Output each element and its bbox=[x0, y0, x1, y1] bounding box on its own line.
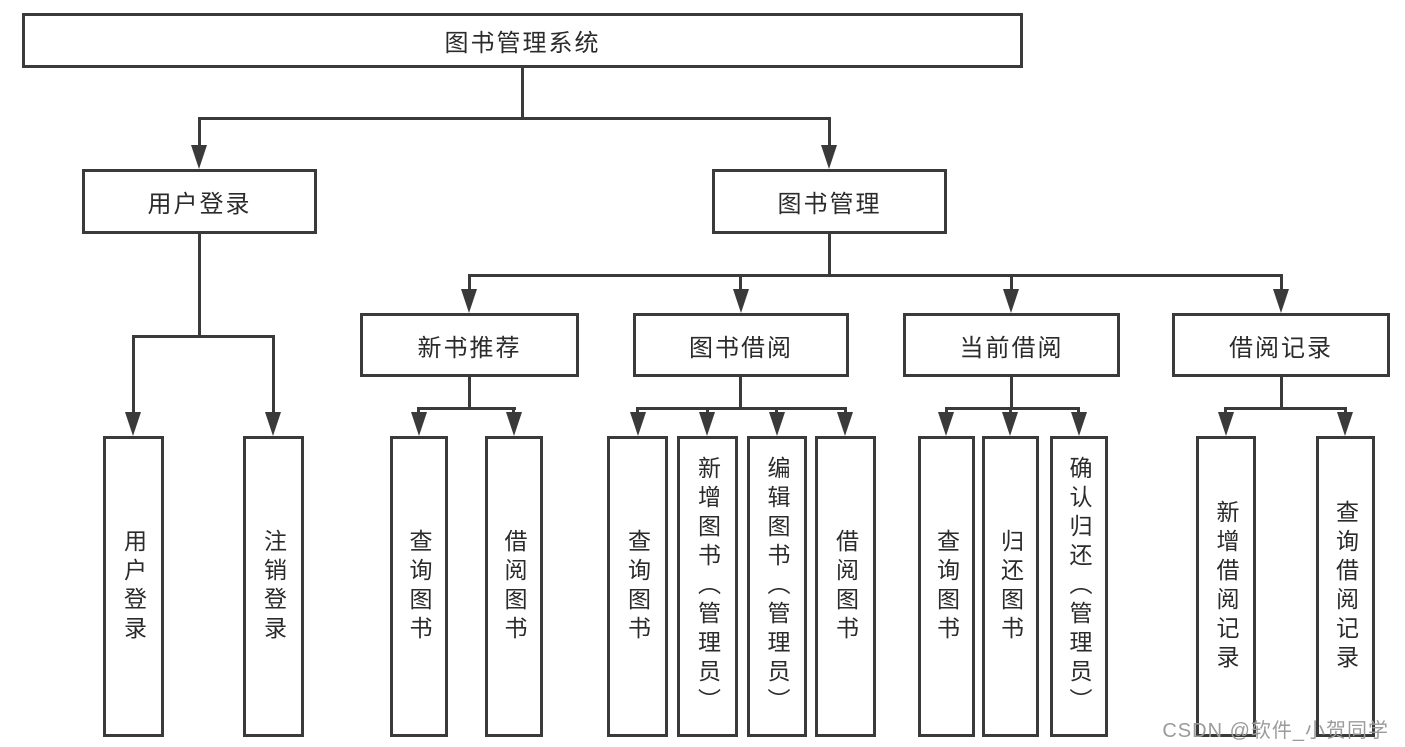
leaf-query-borrow-record: 查询借阅记录 bbox=[1316, 436, 1375, 737]
connector-drop bbox=[844, 407, 847, 414]
leaf-add-book-admin: 新增图书（管理员） bbox=[677, 436, 738, 737]
connector-stem bbox=[1280, 377, 1283, 407]
node-new-book-recommend: 新书推荐 bbox=[360, 313, 579, 377]
arrowhead-down-icon bbox=[630, 412, 646, 436]
leaf-borrow-book: 借阅图书 bbox=[815, 436, 876, 737]
leaf-query-book-recommend: 查询图书 bbox=[390, 436, 448, 737]
leaf-confirm-return-admin: 确认归还（管理员） bbox=[1050, 436, 1108, 737]
node-book-borrow: 图书借阅 bbox=[633, 313, 849, 377]
leaf-return-book: 归还图书 bbox=[982, 436, 1039, 737]
connector-book-mgmt-branch bbox=[468, 274, 1283, 277]
leaf-add-borrow-record: 新增借阅记录 bbox=[1196, 436, 1256, 737]
connector-drop bbox=[512, 407, 515, 414]
connector-user-login-branch bbox=[132, 335, 275, 338]
arrowhead-down-icon bbox=[1218, 412, 1234, 436]
connector-drop bbox=[1077, 407, 1080, 414]
connector-drop bbox=[417, 407, 420, 414]
arrowhead-down-icon bbox=[938, 412, 954, 436]
arrowhead-down-icon bbox=[125, 412, 141, 436]
arrowhead-down-icon bbox=[733, 289, 749, 313]
connector-branch bbox=[417, 407, 516, 410]
arrowhead-down-icon bbox=[1273, 289, 1289, 313]
connector-user-login-stem bbox=[198, 234, 201, 335]
arrowhead-down-icon bbox=[461, 289, 477, 313]
leaf-edit-book-admin: 编辑图书（管理员） bbox=[747, 436, 807, 737]
connector-drop bbox=[198, 117, 201, 147]
arrowhead-down-icon bbox=[1337, 412, 1353, 436]
connector-drop bbox=[636, 407, 639, 414]
leaf-query-book-current: 查询图书 bbox=[918, 436, 975, 737]
connector-drop bbox=[272, 335, 275, 413]
arrowhead-down-icon bbox=[1003, 289, 1019, 313]
arrowhead-down-icon bbox=[506, 412, 522, 436]
connector-stem bbox=[1010, 377, 1013, 407]
connector-drop bbox=[775, 407, 778, 414]
arrowhead-down-icon bbox=[411, 412, 427, 436]
connector-drop bbox=[1224, 407, 1227, 414]
connector-branch bbox=[636, 407, 847, 410]
arrowhead-down-icon bbox=[191, 145, 207, 169]
arrowhead-down-icon bbox=[837, 412, 853, 436]
leaf-borrow-book-recommend: 借阅图书 bbox=[485, 436, 543, 737]
arrowhead-down-icon bbox=[699, 412, 715, 436]
arrowhead-down-icon bbox=[1002, 412, 1018, 436]
connector-book-mgmt-stem bbox=[828, 234, 831, 274]
connector-root-stem bbox=[521, 68, 524, 117]
arrowhead-down-icon bbox=[1071, 412, 1087, 436]
connector-drop bbox=[945, 407, 948, 414]
node-root-system: 图书管理系统 bbox=[22, 13, 1023, 68]
node-borrow-records: 借阅记录 bbox=[1172, 313, 1390, 377]
connector-drop bbox=[1009, 407, 1012, 414]
connector-drop bbox=[1010, 274, 1013, 291]
arrowhead-down-icon bbox=[265, 412, 281, 436]
leaf-user-login: 用户登录 bbox=[103, 436, 164, 737]
connector-stem bbox=[739, 377, 742, 407]
leaf-logout: 注销登录 bbox=[243, 436, 304, 737]
connector-stem bbox=[468, 377, 471, 407]
connector-drop bbox=[468, 274, 471, 291]
connector-drop bbox=[739, 274, 742, 291]
connector-drop bbox=[132, 335, 135, 413]
connector-drop bbox=[828, 117, 831, 147]
arrowhead-down-icon bbox=[769, 412, 785, 436]
node-user-login: 用户登录 bbox=[82, 169, 317, 234]
connector-branch bbox=[1224, 407, 1347, 410]
arrowhead-down-icon bbox=[821, 145, 837, 169]
connector-drop bbox=[1344, 407, 1347, 414]
connector-drop bbox=[706, 407, 709, 414]
csdn-watermark: CSDN @软件_小贺同学 bbox=[1162, 720, 1389, 742]
connector-branch bbox=[945, 407, 1080, 410]
leaf-query-book-borrow: 查询图书 bbox=[607, 436, 668, 737]
connector-drop bbox=[1280, 274, 1283, 291]
node-current-borrow: 当前借阅 bbox=[903, 313, 1120, 377]
node-book-management: 图书管理 bbox=[712, 169, 947, 234]
connector-root-branch bbox=[198, 117, 831, 120]
